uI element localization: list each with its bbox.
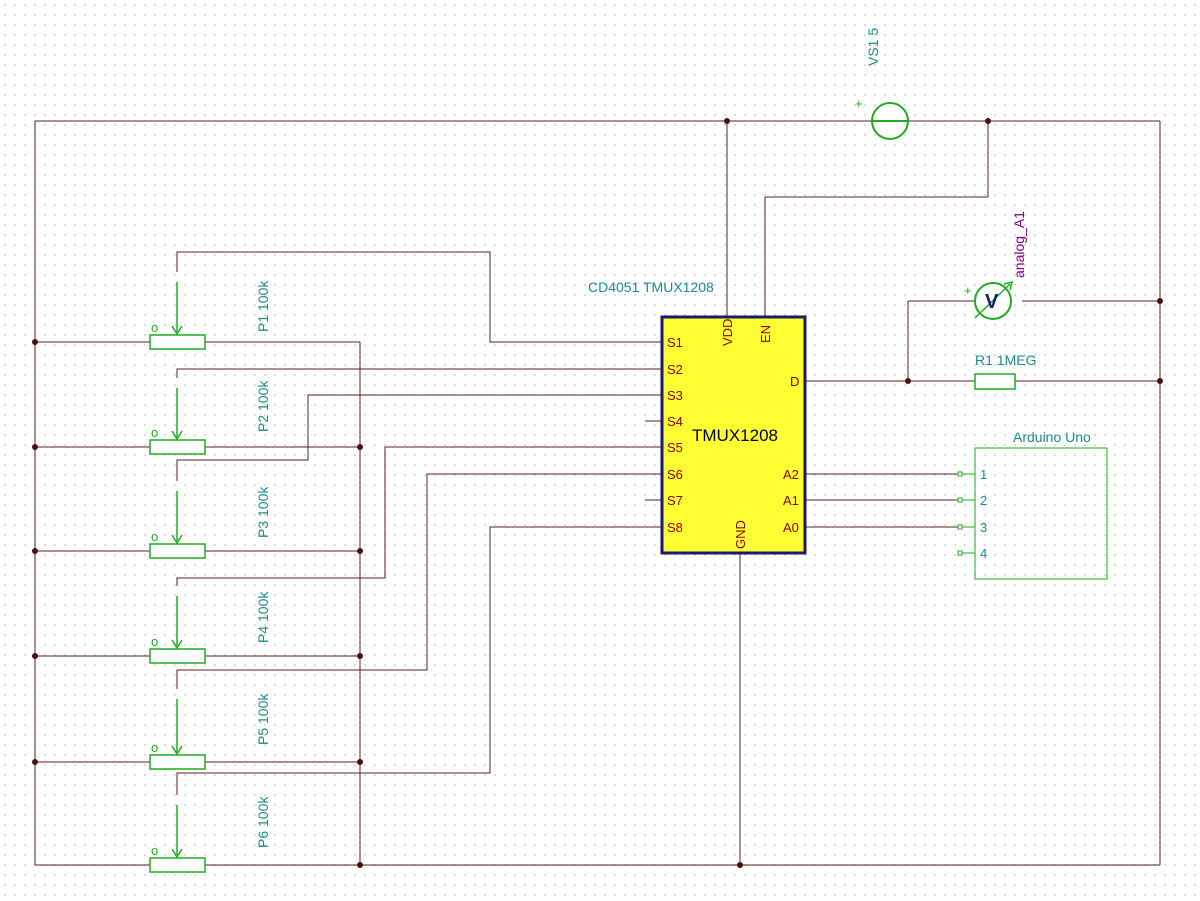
pot-wiper-label: o [151, 425, 158, 440]
pot-wiper-label: o [151, 320, 158, 335]
mux-pin-s8: S8 [667, 520, 683, 535]
mux-pin-s1: S1 [667, 335, 683, 350]
arduino-uno-block[interactable]: Arduino Uno 1 2 3 4 [957, 429, 1108, 580]
voltmeter-symbol: V [985, 291, 999, 313]
pot-wiper-label: o [151, 740, 158, 755]
mux-pin-a0: A0 [783, 520, 799, 535]
pot-label: P6 100k [255, 796, 271, 848]
mux-name: TMUX1208 [692, 426, 778, 445]
potentiometer-p3[interactable]: o P3 100k [149, 486, 271, 559]
resistor-r1[interactable]: R1 1MEG [974, 352, 1036, 390]
potentiometer-p4[interactable]: o P4 100k [149, 591, 271, 664]
potentiometer-p5[interactable]: o P5 100k [149, 693, 271, 770]
mux-title: CD4051 TMUX1208 [588, 279, 714, 295]
mux-pin-gnd: GND [733, 520, 748, 549]
mux-pin-a1: A1 [783, 493, 799, 508]
pot-label: P3 100k [255, 486, 271, 538]
potentiometer-p2[interactable]: o P2 100k [149, 380, 271, 455]
potentiometer-p6[interactable]: o P6 100k [149, 796, 271, 873]
pot-label: P5 100k [255, 693, 271, 745]
mux-ic-tmux1208[interactable]: CD4051 TMUX1208 TMUX1208 S1 S2 S3 S4 S5 … [588, 279, 822, 555]
voltmeter-plus-sign: + [964, 283, 972, 298]
arduino-pin-1: 1 [980, 467, 987, 482]
junction-dots [32, 118, 1163, 868]
voltage-source-vs1[interactable]: + VS1 5 [855, 28, 910, 140]
pot-wiper-label: o [151, 634, 158, 649]
pot-wiper-label: o [151, 529, 158, 544]
mux-pin-s4: S4 [667, 414, 683, 429]
mux-pin-s7: S7 [667, 493, 683, 508]
pot-wiper-label: o [151, 843, 158, 858]
mux-pin-s5: S5 [667, 440, 683, 455]
pot-label: P2 100k [255, 380, 271, 432]
arduino-pin-2: 2 [980, 493, 987, 508]
source-plus-sign: + [855, 96, 863, 111]
mux-pin-s6: S6 [667, 467, 683, 482]
voltmeter-analog-a1[interactable]: V + analog_A1 [964, 211, 1027, 320]
mux-pin-en: EN [758, 325, 773, 343]
mux-pin-vdd: VDD [720, 319, 735, 346]
mux-pin-s3: S3 [667, 388, 683, 403]
arduino-pin-4: 4 [980, 546, 987, 561]
pot-label: P1 100k [255, 280, 271, 332]
arduino-pin-3: 3 [980, 520, 987, 535]
arduino-title: Arduino Uno [1013, 429, 1091, 445]
pot-label: P4 100k [255, 591, 271, 643]
mux-pin-a2: A2 [783, 467, 799, 482]
resistor-label: R1 1MEG [975, 352, 1036, 368]
source-label: VS1 5 [865, 28, 881, 66]
potentiometer-p1[interactable]: o P1 100k [149, 280, 271, 350]
mux-pin-d: D [790, 374, 799, 389]
voltmeter-label: analog_A1 [1011, 211, 1027, 278]
pot-wires [35, 251, 645, 866]
mux-pin-s2: S2 [667, 362, 683, 377]
rail-wires [34, 120, 1161, 866]
